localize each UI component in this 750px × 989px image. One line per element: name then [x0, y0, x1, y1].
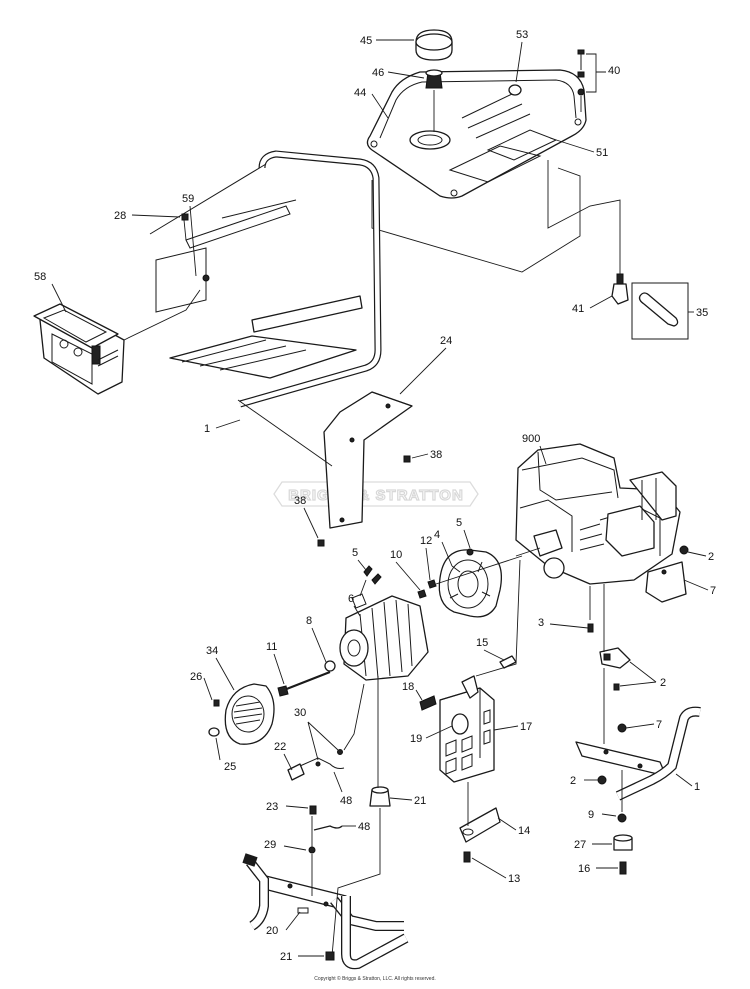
callout-label: 25	[224, 761, 236, 773]
callout-label: 28	[114, 210, 126, 222]
frame-leg-left	[242, 853, 409, 970]
engine-mount-plate	[645, 561, 687, 603]
engine-mount-bracket	[599, 647, 631, 669]
muffler-bracket	[459, 807, 501, 843]
callout-label: 9	[588, 809, 594, 821]
callout-label: 38	[294, 495, 306, 507]
callout-label: 22	[274, 741, 286, 753]
callout-label: 45	[360, 35, 372, 47]
exhaust-pipe	[461, 675, 479, 699]
brush-assembly	[287, 749, 345, 781]
control-panel	[33, 303, 125, 395]
callout-label: 24	[440, 335, 452, 347]
callout-label: 48	[340, 795, 352, 807]
callout-label: 38	[430, 449, 442, 461]
callout-label: 20	[266, 925, 278, 937]
callout-label: 16	[578, 863, 590, 875]
callout-label: 7	[710, 585, 716, 597]
callout-label: 4	[434, 529, 440, 541]
fuel-valve	[611, 273, 629, 305]
callout-label: 59	[182, 193, 194, 205]
callout-label: 48	[358, 821, 370, 833]
callout-label: 53	[516, 29, 528, 41]
callout-label: 30	[294, 707, 306, 719]
callout-label: 44	[354, 87, 366, 99]
frame	[139, 150, 382, 431]
fuel-strainer	[425, 69, 443, 89]
callout-label: 2	[660, 677, 666, 689]
callout-label: 19	[410, 733, 422, 745]
callout-label: 6	[348, 593, 354, 605]
fuel-line	[631, 282, 689, 340]
callout-label: 34	[206, 645, 218, 657]
muffler	[439, 687, 495, 783]
callout-label: 900	[522, 433, 540, 445]
callout-label: 7	[656, 719, 662, 731]
callout-label: 17	[520, 721, 532, 733]
callout-label: 29	[264, 839, 276, 851]
callout-label: 14	[518, 825, 530, 837]
callout-label: 5	[456, 517, 462, 529]
callout-label: 1	[694, 781, 700, 793]
callout-label: 27	[574, 839, 586, 851]
callout-label: 15	[476, 637, 488, 649]
callout-label: 8	[306, 615, 312, 627]
fuel-cap	[415, 29, 453, 61]
callout-label: 13	[508, 873, 520, 885]
engine	[515, 443, 681, 585]
callout-label: 1	[204, 423, 210, 435]
rotor	[339, 593, 429, 681]
vibration-mount	[369, 786, 391, 807]
watermark-text: BRIGGS & STRATTON	[288, 487, 464, 504]
tank-bolts	[577, 49, 585, 112]
frame-leg-right	[575, 706, 701, 801]
callout-label: 21	[414, 795, 426, 807]
callout-label: 26	[190, 671, 202, 683]
callout-label: 21	[280, 951, 292, 963]
callout-label: 2	[708, 551, 714, 563]
callout-label: 18	[402, 681, 414, 693]
callout-label: 5	[352, 547, 358, 559]
callout-label: 10	[390, 549, 402, 561]
frame-shroud	[323, 391, 413, 529]
callout-label: 3	[538, 617, 544, 629]
callout-label: 51	[596, 147, 608, 159]
callout-label: 12	[420, 535, 432, 547]
fuel-tank	[366, 69, 587, 199]
small-bolts-5	[363, 565, 382, 585]
callout-label: 40	[608, 65, 620, 77]
callout-label: 23	[266, 801, 278, 813]
callout-label: 58	[34, 271, 46, 283]
callout-label: 41	[572, 303, 584, 315]
callout-label: 11	[266, 641, 277, 653]
callout-labels: 45 53 40 46 44 51 59 28 58 41 35 24 1 38…	[34, 29, 716, 963]
callout-label: 35	[696, 307, 708, 319]
copyright-notice: Copyright © Briggs & Stratton, LLC. All …	[314, 976, 436, 982]
right-vibration-mount	[613, 834, 633, 851]
callout-label: 2	[570, 775, 576, 787]
rear-bearing-carrier	[224, 683, 275, 745]
through-bolt	[277, 670, 331, 697]
engine-adapter	[438, 549, 503, 618]
callout-label: 46	[372, 67, 384, 79]
